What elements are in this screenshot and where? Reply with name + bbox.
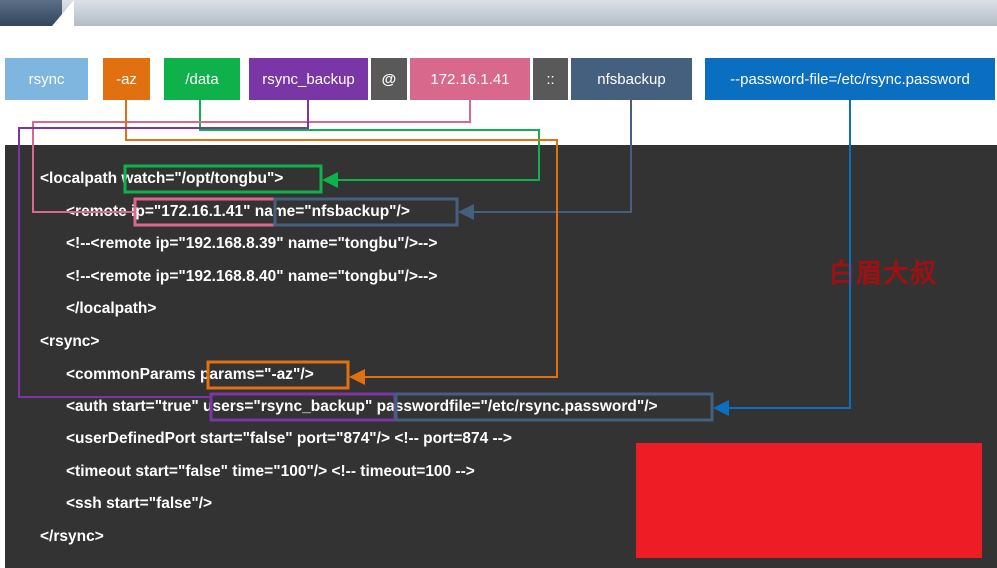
code-watch-attr: watch="/opt/tongbu"> <box>121 170 284 187</box>
code-line-comment-1: <!--<remote ip="192.168.8.39" name="tong… <box>66 235 438 252</box>
cmd-rsync: rsync <box>5 58 88 100</box>
cmd-at-label: @ <box>381 70 397 88</box>
cmd-password-file: --password-file=/etc/rsync.password <box>705 58 995 100</box>
code-passwordfile-attr: passwordfile="/etc/rsync.password"/> <box>372 398 658 415</box>
cmd-module-label: nfsbackup <box>597 70 666 88</box>
cmd-data: /data <box>164 58 240 100</box>
code-line-ssh: <ssh start="false"/> <box>66 495 213 512</box>
code-line-rsync-close: </rsync> <box>40 528 104 545</box>
cmd-ip-label: 172.16.1.41 <box>430 70 510 88</box>
cmd-ip: 172.16.1.41 <box>410 58 530 100</box>
cmd-separator-label: :: <box>546 70 555 88</box>
red-redaction-block <box>636 443 982 558</box>
top-banner <box>0 0 997 26</box>
code-name-attr: name="nfsbackup"/> <box>250 203 410 220</box>
code-auth-tag: <auth start="true" <box>66 398 204 415</box>
code-line-auth: <auth start="true" users="rsync_backup" … <box>66 396 658 418</box>
cmd-rsync-label: rsync <box>28 70 65 88</box>
cmd-user-label: rsync_backup <box>262 70 355 88</box>
cmd-password-file-label: --password-file=/etc/rsync.password <box>730 70 970 88</box>
banner-notch <box>52 0 74 26</box>
banner-dark-segment <box>0 0 62 26</box>
cmd-user: rsync_backup <box>249 58 368 100</box>
cmd-module: nfsbackup <box>571 58 692 100</box>
code-line-remote: <remote ip="172.16.1.41" name="nfsbackup… <box>66 201 410 223</box>
banner-light-segment <box>62 0 997 26</box>
code-line-timeout: <timeout start="false" time="100"/> <!--… <box>66 463 475 480</box>
cmd-data-label: /data <box>185 70 219 88</box>
cmd-az: -az <box>103 58 150 100</box>
code-line-localpath: <localpath watch="/opt/tongbu"> <box>40 168 283 190</box>
cmd-az-label: -az <box>116 70 137 88</box>
code-remote-tag: <remote <box>66 203 132 220</box>
code-line-rsync-open: <rsync> <box>40 333 100 350</box>
code-params-attr: params="-az"/> <box>199 366 314 383</box>
code-localpath-tag: <localpath <box>40 170 122 187</box>
code-line-port: <userDefinedPort start="false" port="874… <box>66 430 512 447</box>
code-line-commonparams: <commonParams params="-az"/> <box>66 364 314 386</box>
code-users-attr: users="rsync_backup" <box>203 398 373 415</box>
watermark-text: 白眉大叔 <box>829 259 938 289</box>
code-ip-attr: ip="172.16.1.41" <box>131 203 251 220</box>
code-line-comment-2: <!--<remote ip="192.168.8.40" name="tong… <box>66 268 438 285</box>
cmd-separator: :: <box>533 58 568 100</box>
code-line-localpath-close: </localpath> <box>66 300 157 317</box>
cmd-at: @ <box>371 58 407 100</box>
code-commonparams-tag: <commonParams <box>66 366 200 383</box>
